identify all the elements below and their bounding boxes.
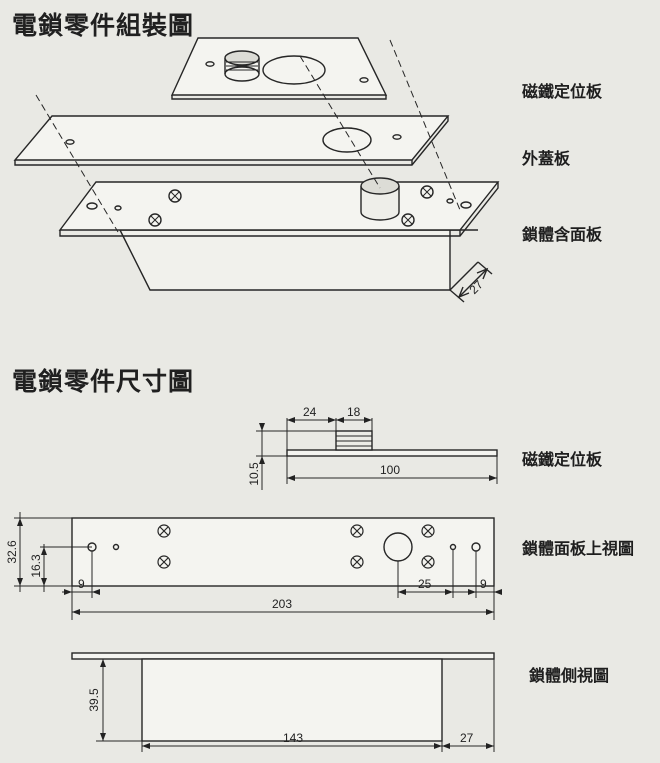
magnet-plate-label: 磁鐵定位板 xyxy=(522,82,603,101)
body-face-plate-label: 鎖體含面板 xyxy=(522,225,603,244)
dim-magnet-plate-label: 磁鐵定位板 xyxy=(522,450,603,469)
assembly-title: 電鎖零件組裝圖 xyxy=(12,11,195,40)
lock-body-3d xyxy=(58,177,500,291)
dim-body-length: 143 xyxy=(283,731,303,745)
dim-plate-half: 16.3 xyxy=(29,554,43,578)
dim-magnet-length: 100 xyxy=(380,463,400,477)
dimension-arrows xyxy=(17,417,502,749)
depth-dimension xyxy=(449,261,493,303)
dim-bolt-offset: 25 xyxy=(418,577,432,591)
dim-hole-left: 9 xyxy=(78,577,85,591)
dim-body-height: 39.5 xyxy=(87,688,101,712)
body-side-view-label: 鎖體側視圖 xyxy=(529,666,610,685)
magnet-plate-3d xyxy=(170,37,388,100)
dim-plate-length: 203 xyxy=(272,597,292,611)
dim-magnet-offset: 24 xyxy=(303,405,317,419)
lock-body-side-view xyxy=(71,652,495,752)
dimensions-title: 電鎖零件尺寸圖 xyxy=(12,367,195,396)
cover-plate-3d xyxy=(13,115,450,166)
dim-hole-right: 9 xyxy=(480,577,487,591)
dim-magnet-width: 18 xyxy=(347,405,361,419)
cover-plate-label: 外蓋板 xyxy=(522,149,571,168)
dim-plate-width: 32.6 xyxy=(5,540,19,564)
magnet-plate-dim-view xyxy=(256,418,498,490)
face-plate-top-view xyxy=(14,512,500,620)
face-plate-top-view-label: 鎖體面板上視圖 xyxy=(522,539,635,558)
dim-depth: 27 xyxy=(466,277,486,297)
assembly-axes xyxy=(35,39,461,233)
dim-magnet-height: 10.5 xyxy=(247,462,261,486)
dim-body-end: 27 xyxy=(460,731,474,745)
